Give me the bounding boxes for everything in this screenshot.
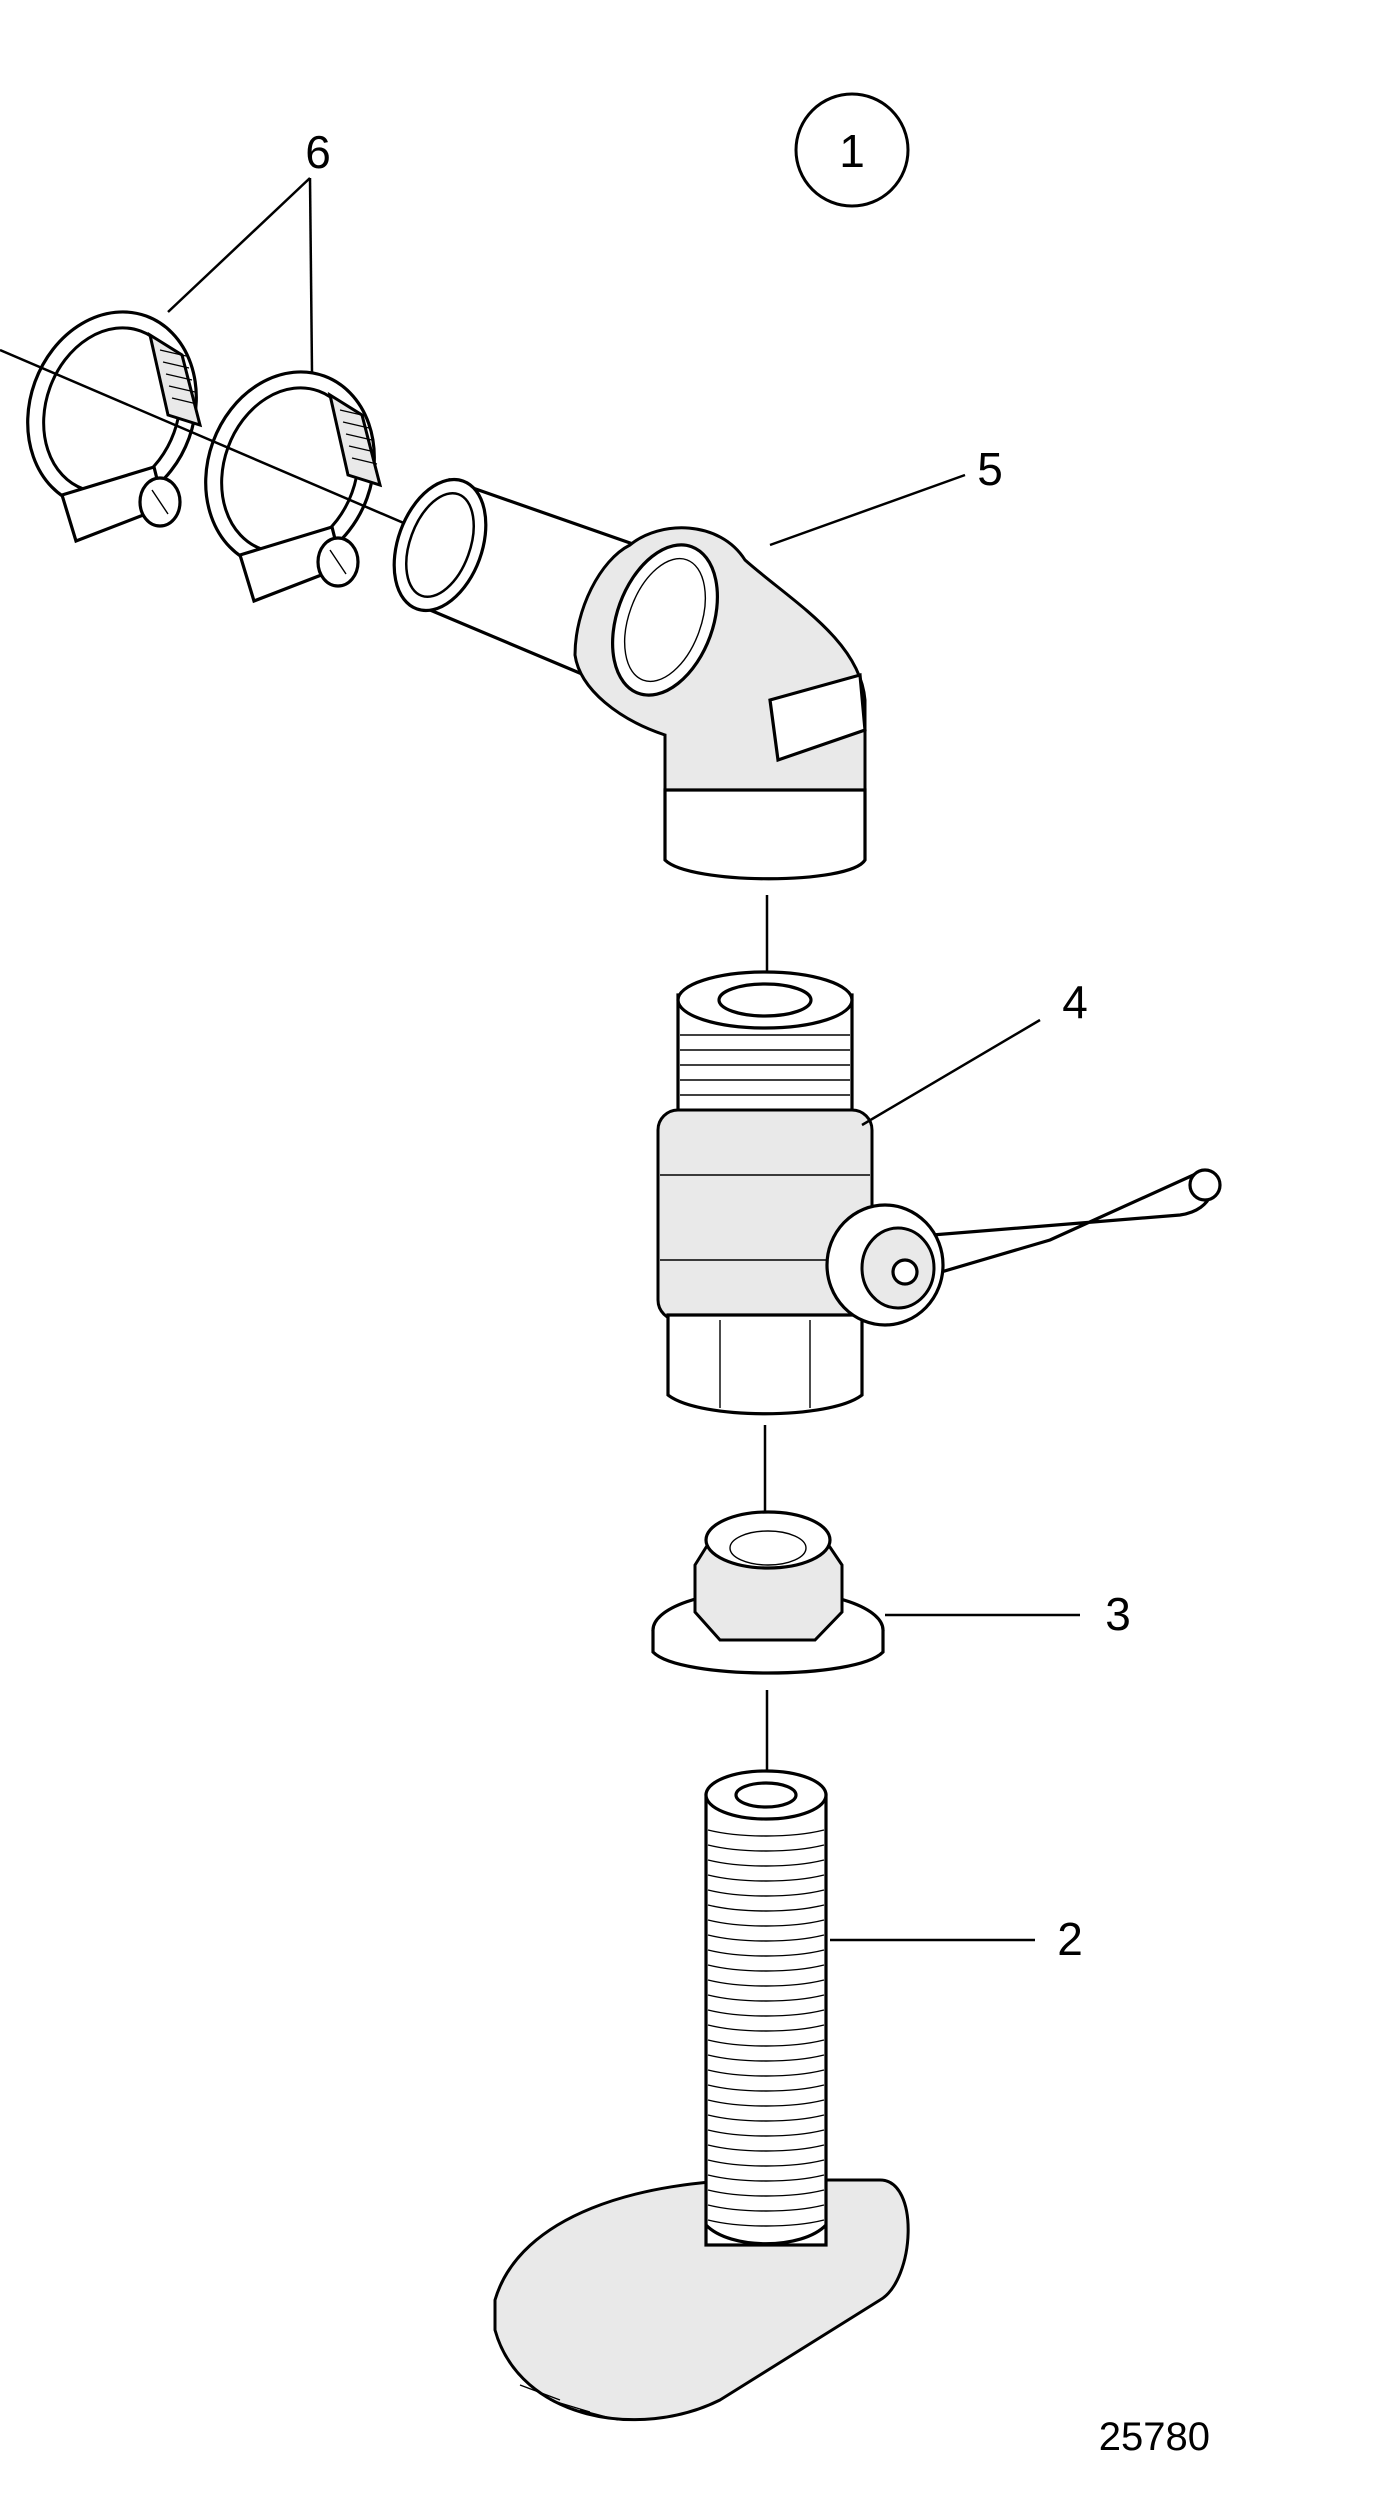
thread-line bbox=[707, 1874, 825, 1882]
thread-line bbox=[707, 1904, 825, 1912]
thread-line bbox=[707, 1844, 825, 1852]
hose-clamp-left bbox=[26, 310, 203, 544]
callout-5-label: 5 bbox=[977, 443, 1003, 495]
thread-line bbox=[707, 2099, 825, 2107]
callout-5-leader bbox=[769, 473, 966, 547]
thread-line bbox=[707, 2114, 825, 2122]
callout-6-label: 6 bbox=[305, 126, 331, 178]
thread-line bbox=[707, 2144, 825, 2152]
threaded-through-hull-fitting bbox=[493, 1769, 910, 2422]
thread-line bbox=[707, 1934, 825, 1942]
thread-line bbox=[707, 2069, 825, 2077]
group-number-badge: 1 bbox=[794, 92, 910, 208]
thread-line bbox=[707, 2219, 825, 2227]
thread-line bbox=[707, 2174, 825, 2182]
thread-line bbox=[707, 1979, 825, 1987]
thread-line bbox=[707, 2204, 825, 2212]
thread-lines bbox=[707, 1829, 825, 2227]
thread-line bbox=[707, 1889, 825, 1897]
thread-line bbox=[707, 1964, 825, 1972]
callout-3-label: 3 bbox=[1105, 1588, 1131, 1640]
thread-line bbox=[707, 2009, 825, 2017]
thread-line bbox=[707, 2054, 825, 2062]
thread-line bbox=[707, 2024, 825, 2032]
callout-6-leaders bbox=[167, 177, 314, 373]
callout-4-leader bbox=[861, 1018, 1041, 1127]
thread-line bbox=[707, 1859, 825, 1867]
flange-nut bbox=[651, 1510, 885, 1675]
ball-valve bbox=[656, 970, 1222, 1416]
figure-reference-number: 25780 bbox=[1099, 2415, 1210, 2459]
thread-line bbox=[707, 2084, 825, 2092]
elbow-hose-fitting bbox=[392, 477, 867, 881]
callout-2-label: 2 bbox=[1057, 1913, 1083, 1965]
callout-4-label: 4 bbox=[1062, 976, 1088, 1028]
group-number-text: 1 bbox=[839, 125, 865, 177]
thread-line bbox=[707, 1949, 825, 1957]
thread-line bbox=[707, 1919, 825, 1927]
thread-line bbox=[707, 2189, 825, 2197]
thread-line bbox=[707, 2159, 825, 2167]
thread-line bbox=[707, 1829, 825, 1837]
thread-line bbox=[707, 2129, 825, 2137]
thread-line bbox=[707, 1994, 825, 2002]
thread-line bbox=[707, 2039, 825, 2047]
assembly-axis-hose bbox=[0, 348, 463, 550]
